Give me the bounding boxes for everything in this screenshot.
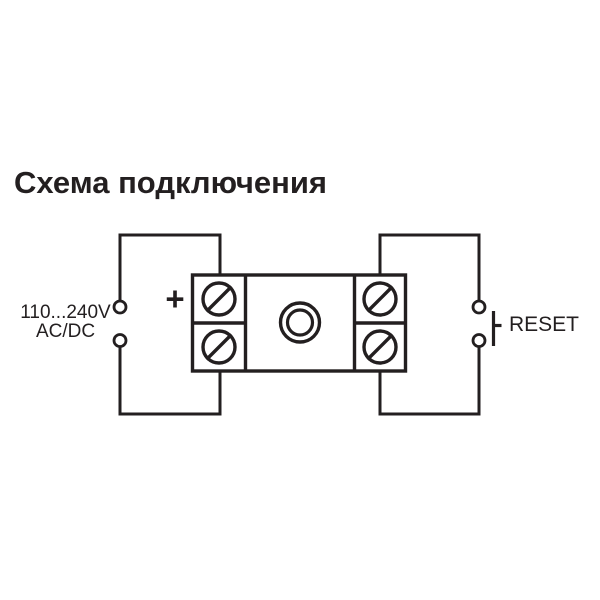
screw-terminal-bottom-left-icon xyxy=(201,329,237,365)
indicator-ring-icon xyxy=(278,301,322,344)
power-wire-bottom xyxy=(118,347,222,416)
reset-wire-loop xyxy=(378,233,502,416)
screw-terminal-bottom-right-icon xyxy=(362,329,398,365)
reset-label: RESET xyxy=(509,313,580,336)
power-supply-label: 110...240V AC/DC xyxy=(13,303,118,341)
polarity-plus-label: + xyxy=(165,280,185,317)
reset-wire-top xyxy=(378,233,481,301)
push-button-icon xyxy=(491,311,502,346)
power-supply-voltage: 110...240V xyxy=(20,302,111,323)
screw-terminal-top-left-icon xyxy=(201,281,237,317)
power-terminal-top-icon xyxy=(112,299,128,315)
screw-terminal-top-right-icon xyxy=(362,281,398,317)
reset-contact-bottom-icon xyxy=(471,333,487,348)
power-terminal-bottom-icon xyxy=(112,333,128,348)
power-wire-top xyxy=(118,233,222,301)
power-wire-loop xyxy=(112,233,222,416)
page-title: Схема подключения xyxy=(14,165,327,200)
reset-wire-bottom xyxy=(378,347,481,416)
device-body xyxy=(190,273,408,373)
power-supply-type: AC/DC xyxy=(35,321,96,342)
reset-contact-top-icon xyxy=(471,299,487,315)
